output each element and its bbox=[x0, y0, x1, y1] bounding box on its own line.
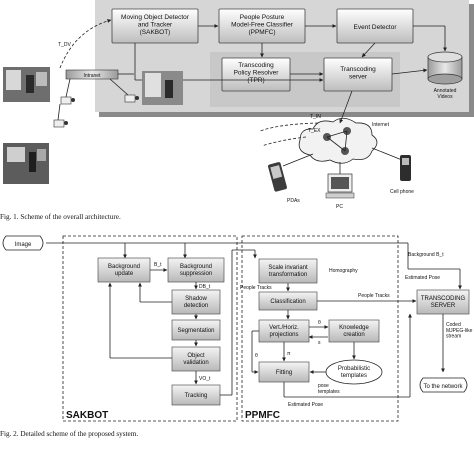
to-network-node: To the network bbox=[419, 377, 468, 393]
intranet-bus: Intranet bbox=[65, 69, 134, 80]
event-detector-label: Event Detector bbox=[354, 24, 398, 31]
homography-label: Homography bbox=[329, 268, 358, 274]
estimated-pose-label-bottom: Estimated Pose bbox=[288, 402, 323, 408]
fitting-label: Fitting bbox=[276, 370, 292, 376]
pc-label: PC bbox=[336, 204, 343, 210]
to-network-label: To the network bbox=[423, 384, 463, 390]
sakbot-group bbox=[62, 235, 238, 422]
camera-frame-right bbox=[142, 71, 183, 105]
people-tracks-label-1: People Tracks bbox=[240, 285, 272, 291]
bt-label: B_t bbox=[154, 262, 162, 268]
pdas-label: PDAs bbox=[287, 198, 300, 204]
camera-icon-2 bbox=[124, 94, 139, 103]
t-ex-label: T_EX bbox=[308, 128, 321, 134]
sigma-label: s bbox=[318, 340, 321, 346]
t-in-label: T_IN bbox=[310, 114, 321, 120]
vot-label: VO_t bbox=[199, 376, 211, 382]
image-input: Image bbox=[2, 235, 44, 251]
estimated-pose-label-right: Estimated Pose bbox=[405, 275, 440, 281]
intranet-label: Intranet bbox=[84, 73, 102, 79]
camera-frame-left bbox=[3, 67, 50, 102]
dbt-label: DB_t bbox=[199, 284, 211, 290]
projections-label: Vert./Horiz.projections bbox=[269, 325, 299, 338]
figure-1-caption: Fig. 1. Scheme of the overall architectu… bbox=[0, 213, 121, 221]
projections-block: Vert./Horiz.projections bbox=[258, 319, 310, 343]
camera-frame-bottom bbox=[3, 143, 49, 184]
classification-label: Classification bbox=[270, 299, 305, 305]
segmentation-block: Segmentation bbox=[171, 319, 221, 341]
t-dv-label: T_DV bbox=[58, 42, 71, 48]
theta-label-2: θ bbox=[255, 353, 258, 359]
camera-icon-1 bbox=[60, 96, 75, 105]
internet-label: Internet bbox=[372, 122, 390, 128]
cellphone-label: Cell phone bbox=[390, 189, 414, 195]
fitting-block: Fitting bbox=[258, 361, 310, 383]
internet-cloud: Internet bbox=[298, 117, 390, 164]
ppmfc-group bbox=[241, 235, 399, 422]
theta-label-1: θ bbox=[318, 320, 321, 326]
figure-2-caption: Fig. 2. Detailed scheme of the proposed … bbox=[0, 430, 138, 438]
sakbot-title: SAKBOT bbox=[66, 410, 108, 421]
event-detector-block: Event Detector bbox=[336, 8, 414, 44]
people-tracks-label-2: People Tracks bbox=[358, 293, 390, 299]
cellphone-icon: Cell phone bbox=[390, 155, 414, 195]
classification-block: Classification bbox=[258, 291, 318, 311]
segmentation-label: Segmentation bbox=[177, 328, 214, 334]
ppmfc-title: PPMFC bbox=[245, 410, 280, 421]
tracking-block: Tracking bbox=[171, 384, 221, 406]
camera-icon-3 bbox=[53, 119, 68, 128]
image-label: Image bbox=[15, 242, 32, 248]
background-bt-label: Background B_t bbox=[408, 252, 444, 258]
pi-label: π bbox=[287, 351, 291, 357]
pda-icon: PDAs bbox=[268, 162, 300, 204]
tracking-label: Tracking bbox=[185, 393, 208, 399]
pc-icon: PC bbox=[325, 173, 355, 210]
